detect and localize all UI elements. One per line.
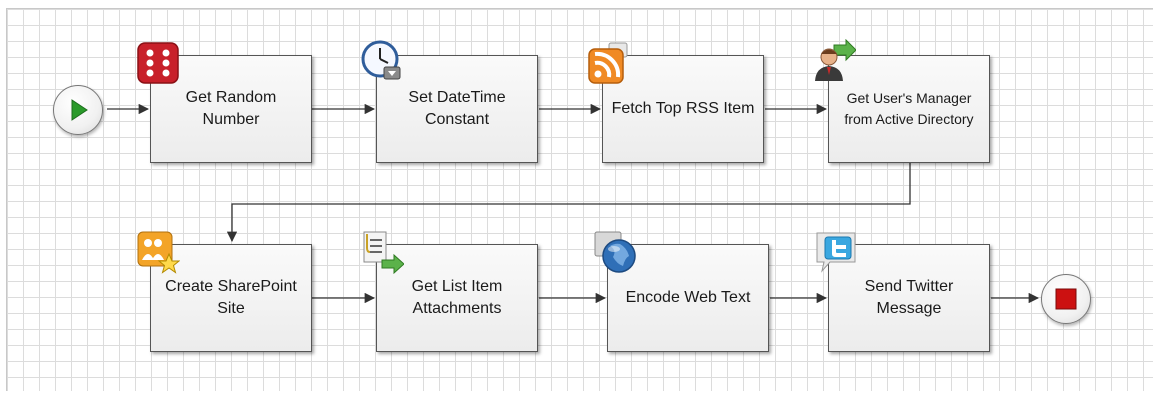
step-set-datetime-constant[interactable]: Set DateTime Constant [376,55,538,163]
user-manager-icon [815,39,856,81]
workflow-canvas[interactable]: Get Random Number Set DateTime Constant … [6,8,1153,391]
start-node[interactable] [53,85,103,135]
sharepoint-site-icon [137,231,180,274]
step-label: Get User's Manager from Active Directory [844,90,974,127]
play-icon [71,99,88,121]
step-label: Send Twitter Message [864,278,954,317]
twitter-icon [816,232,856,273]
step-send-twitter-message[interactable]: Send Twitter Message [828,244,990,352]
step-label: Create SharePoint Site [165,278,297,317]
dice-icon [137,42,179,84]
stop-icon [1055,288,1077,310]
step-get-list-item-attachments[interactable]: Get List Item Attachments [376,244,538,352]
step-get-random-number[interactable]: Get Random Number [150,55,312,163]
end-node[interactable] [1041,274,1091,324]
step-label: Fetch Top RSS Item [611,100,755,117]
rss-icon [588,42,628,84]
step-fetch-top-rss-item[interactable]: Fetch Top RSS Item [602,55,764,163]
clock-icon [361,40,401,80]
globe-icon [594,231,636,273]
step-label: Set DateTime Constant [408,89,506,128]
step-label: Encode Web Text [625,289,751,306]
step-get-users-manager[interactable]: Get User's Manager from Active Directory [828,55,990,163]
step-label: Get Random Number [185,89,277,128]
step-label: Get List Item Attachments [411,278,503,317]
connector-step4-step5 [226,163,911,243]
attachments-icon [363,231,404,274]
connector-layer [107,103,1040,304]
